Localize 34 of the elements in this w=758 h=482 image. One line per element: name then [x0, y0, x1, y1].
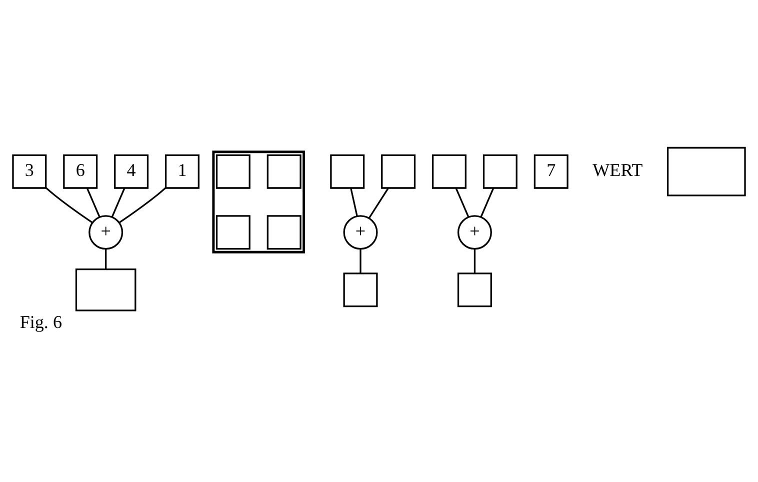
- caption: Fig. 6: [20, 312, 62, 332]
- node-box: [343, 272, 378, 308]
- connector: [86, 188, 100, 218]
- connector: [45, 187, 93, 224]
- node-box: [266, 154, 302, 189]
- node-box: 7: [534, 154, 568, 189]
- node-circle: +: [457, 215, 492, 250]
- node-box: [432, 154, 466, 189]
- node-box: [216, 215, 250, 250]
- node-label: WERT: [592, 160, 643, 180]
- connector: [111, 188, 126, 218]
- node-box: 1: [164, 154, 200, 189]
- connector: [455, 188, 470, 218]
- connector: [118, 187, 166, 224]
- connector: [360, 249, 362, 274]
- node-circle: +: [88, 215, 124, 250]
- node-box: [381, 154, 416, 189]
- connector: [105, 249, 107, 269]
- connector: [480, 188, 494, 218]
- connector: [350, 188, 358, 216]
- node-box: [666, 146, 746, 196]
- node-box: [330, 154, 365, 189]
- node-box: [216, 154, 250, 189]
- connector: [368, 188, 389, 218]
- node-box: 3: [12, 154, 47, 189]
- node-circle: +: [343, 215, 378, 250]
- node-box: [75, 268, 136, 312]
- cluster: [212, 150, 306, 254]
- node-box: [266, 215, 302, 250]
- connector: [474, 249, 476, 274]
- node-box: 6: [63, 154, 98, 189]
- node-box: 4: [114, 154, 149, 189]
- node-box: [482, 154, 518, 189]
- node-box: [457, 272, 492, 308]
